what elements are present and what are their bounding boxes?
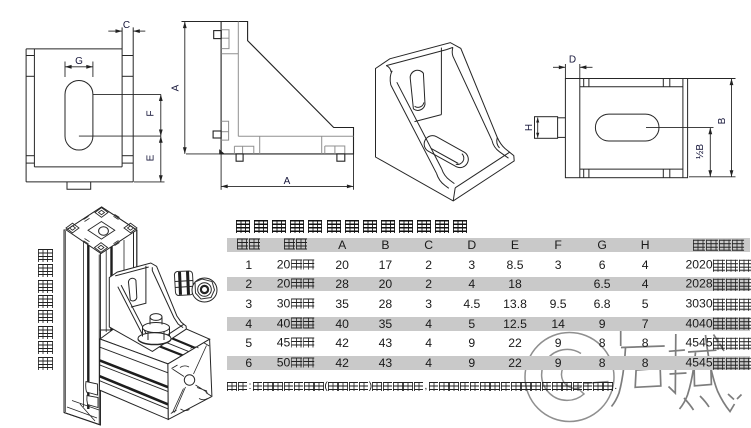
svg-text:A: A xyxy=(171,84,182,91)
svg-text:E: E xyxy=(146,154,157,161)
svg-text:A: A xyxy=(284,176,291,187)
svg-text:F: F xyxy=(146,110,157,116)
svg-text:H: H xyxy=(524,124,535,131)
svg-text:B: B xyxy=(717,117,728,124)
svg-text:½B: ½B xyxy=(695,144,706,159)
svg-text:D: D xyxy=(569,55,576,66)
svg-text:G: G xyxy=(75,56,83,67)
svg-text:C: C xyxy=(123,20,130,31)
